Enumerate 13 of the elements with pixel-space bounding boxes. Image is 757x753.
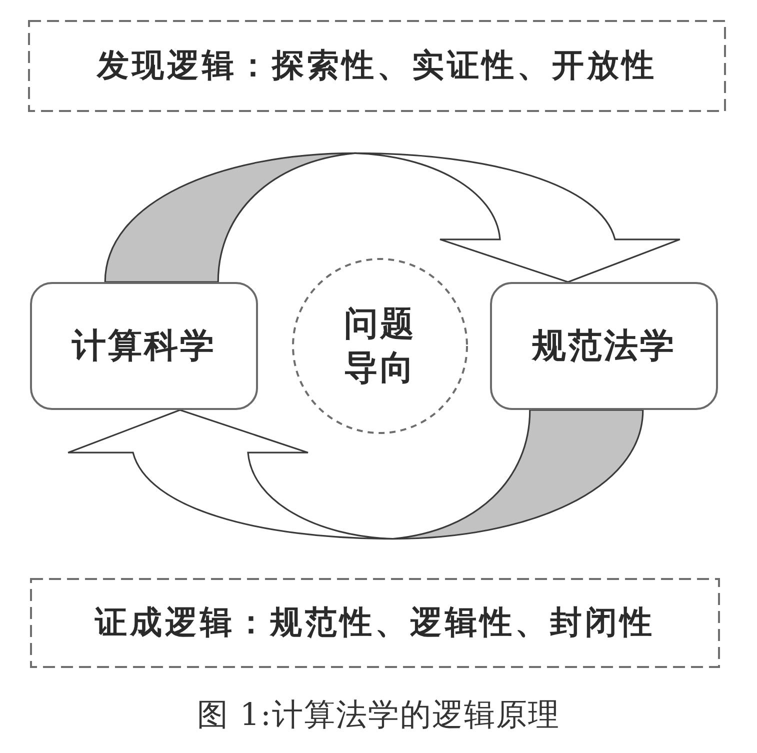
figure-caption: 图 1:计算法学的逻辑原理 [196,696,562,735]
node-label: 问题导向 [343,302,417,390]
dashed-box [30,578,720,668]
node-label: 证成逻辑：规范性、逻辑性、封闭性 [95,602,655,644]
node-label: 规范法学 [532,324,676,368]
curved-arrow [104,152,681,283]
node-label: 发现逻辑：探索性、实证性、开放性 [97,45,657,86]
node-label: 计算科学 [72,324,216,368]
rounded-box [490,282,718,410]
rounded-box [30,282,258,410]
dashed-circle [292,258,468,434]
dashed-box [28,20,726,112]
curved-arrow [67,409,644,540]
